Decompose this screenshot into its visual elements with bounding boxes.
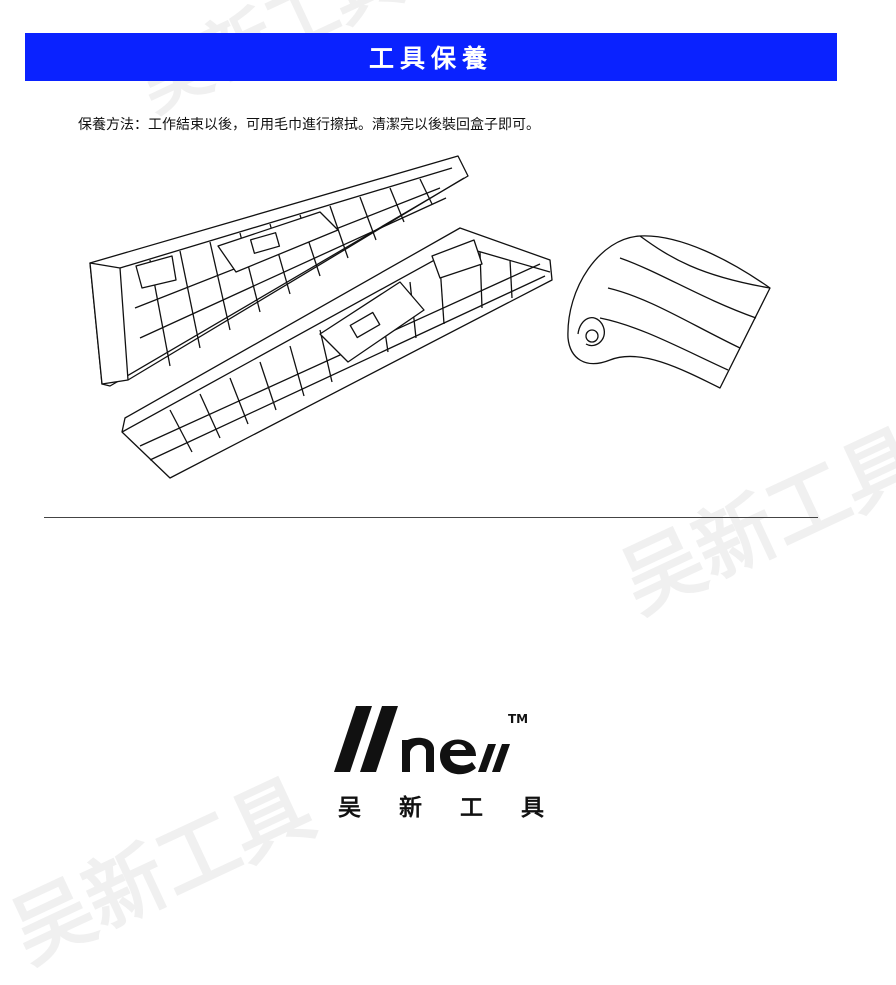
section-title: 工具保養 bbox=[368, 44, 493, 73]
wnew-logo-icon bbox=[334, 706, 510, 775]
section-divider bbox=[44, 517, 818, 518]
maintenance-instructions: 保養方法：工作結束以後，可用毛巾進行擦拭。清潔完以後裝回盒子即可。 bbox=[78, 117, 540, 133]
company-name: 吴 新 工 具 bbox=[338, 795, 560, 821]
brand-logo: TM bbox=[328, 700, 538, 830]
trademark-mark: TM bbox=[508, 712, 529, 726]
towel-roll-drawing bbox=[567, 235, 771, 389]
watermark-bottom-left: 吴新工具 bbox=[0, 761, 327, 981]
lower-case-tray-drawing bbox=[121, 227, 553, 479]
tool-case-and-towel-illustration bbox=[89, 155, 771, 479]
section-header: 工具保養 bbox=[25, 33, 837, 81]
upper-case-tray-drawing bbox=[89, 155, 469, 387]
